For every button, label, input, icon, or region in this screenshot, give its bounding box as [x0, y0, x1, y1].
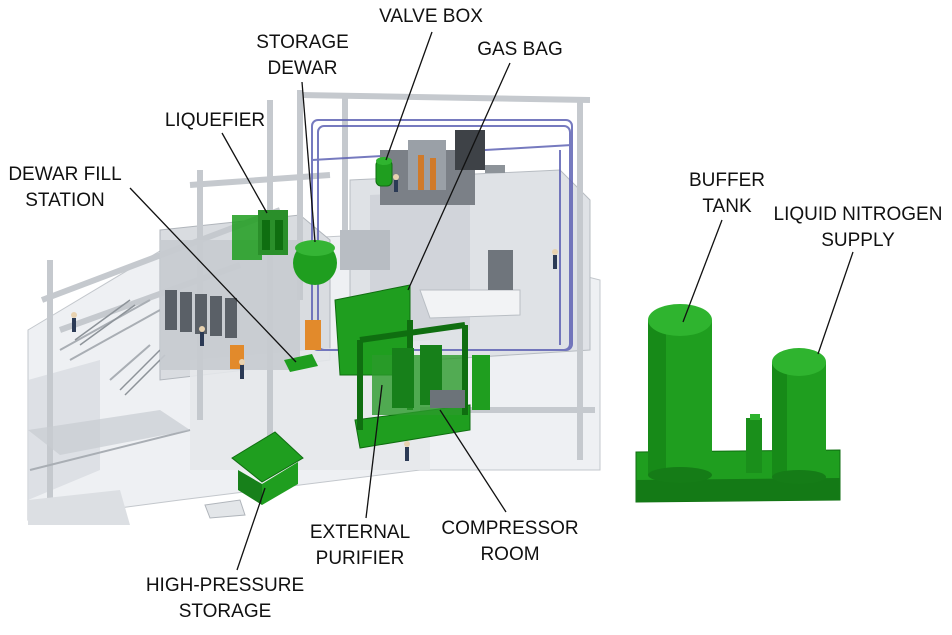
label-liquid-nitrogen-supply: LIQUID NITROGEN SUPPLY	[766, 202, 950, 254]
label-line: STORAGE	[256, 32, 349, 53]
hp-storage-leader	[236, 487, 266, 571]
buffer-tank-leader	[682, 219, 723, 323]
storage-dewar-leader	[301, 81, 316, 243]
label-line: STATION	[25, 190, 105, 211]
label-line: GAS BAG	[477, 39, 563, 60]
building-structure	[27, 90, 601, 525]
label-line: EXTERNAL	[309, 522, 411, 543]
buffer-tank-and-ln2	[635, 304, 841, 503]
label-compressor-room: COMPRESSOR ROOM	[430, 516, 590, 568]
dewar-fill-leader	[129, 187, 297, 363]
high-pressure-storage	[231, 431, 304, 505]
label-line: ROOM	[480, 544, 540, 565]
liquefier-area	[160, 210, 390, 372]
label-line: DEWAR	[267, 58, 338, 79]
label-gas-bag: GAS BAG	[465, 37, 575, 63]
label-line: SUPPLY	[821, 230, 895, 251]
label-buffer-tank: BUFFER TANK	[672, 168, 782, 220]
label-line: COMPRESSOR	[441, 518, 579, 539]
label-line: LIQUEFIER	[164, 110, 266, 131]
liquefier-leader	[221, 132, 268, 214]
label-liquefier: LIQUEFIER	[155, 108, 275, 134]
label-line: VALVE BOX	[379, 6, 483, 27]
label-external-purifier: EXTERNAL PURIFIER	[300, 520, 420, 572]
purifier-leader	[365, 384, 383, 519]
label-line: HIGH-PRESSURE	[145, 575, 305, 596]
label-storage-dewar: STORAGE DEWAR	[245, 30, 360, 82]
compressor-room	[334, 284, 490, 449]
label-line: STORAGE	[178, 601, 272, 622]
leader-lines	[129, 31, 854, 571]
label-valve-box: VALVE BOX	[366, 4, 496, 30]
ln2-leader	[817, 251, 854, 355]
label-line: TANK	[702, 196, 752, 217]
label-line: DEWAR FILL	[8, 164, 122, 185]
label-dewar-fill-station: DEWAR FILL STATION	[0, 162, 130, 214]
valve-box-leader	[385, 31, 433, 161]
label-line: BUFFER	[689, 170, 765, 191]
label-line: PURIFIER	[315, 548, 405, 569]
compressor-leader	[439, 409, 507, 513]
label-high-pressure-storage: HIGH-PRESSURE STORAGE	[140, 573, 310, 625]
gas-bag-leader	[407, 62, 511, 291]
label-line: LIQUID NITROGEN	[773, 204, 943, 225]
people	[71, 174, 558, 461]
